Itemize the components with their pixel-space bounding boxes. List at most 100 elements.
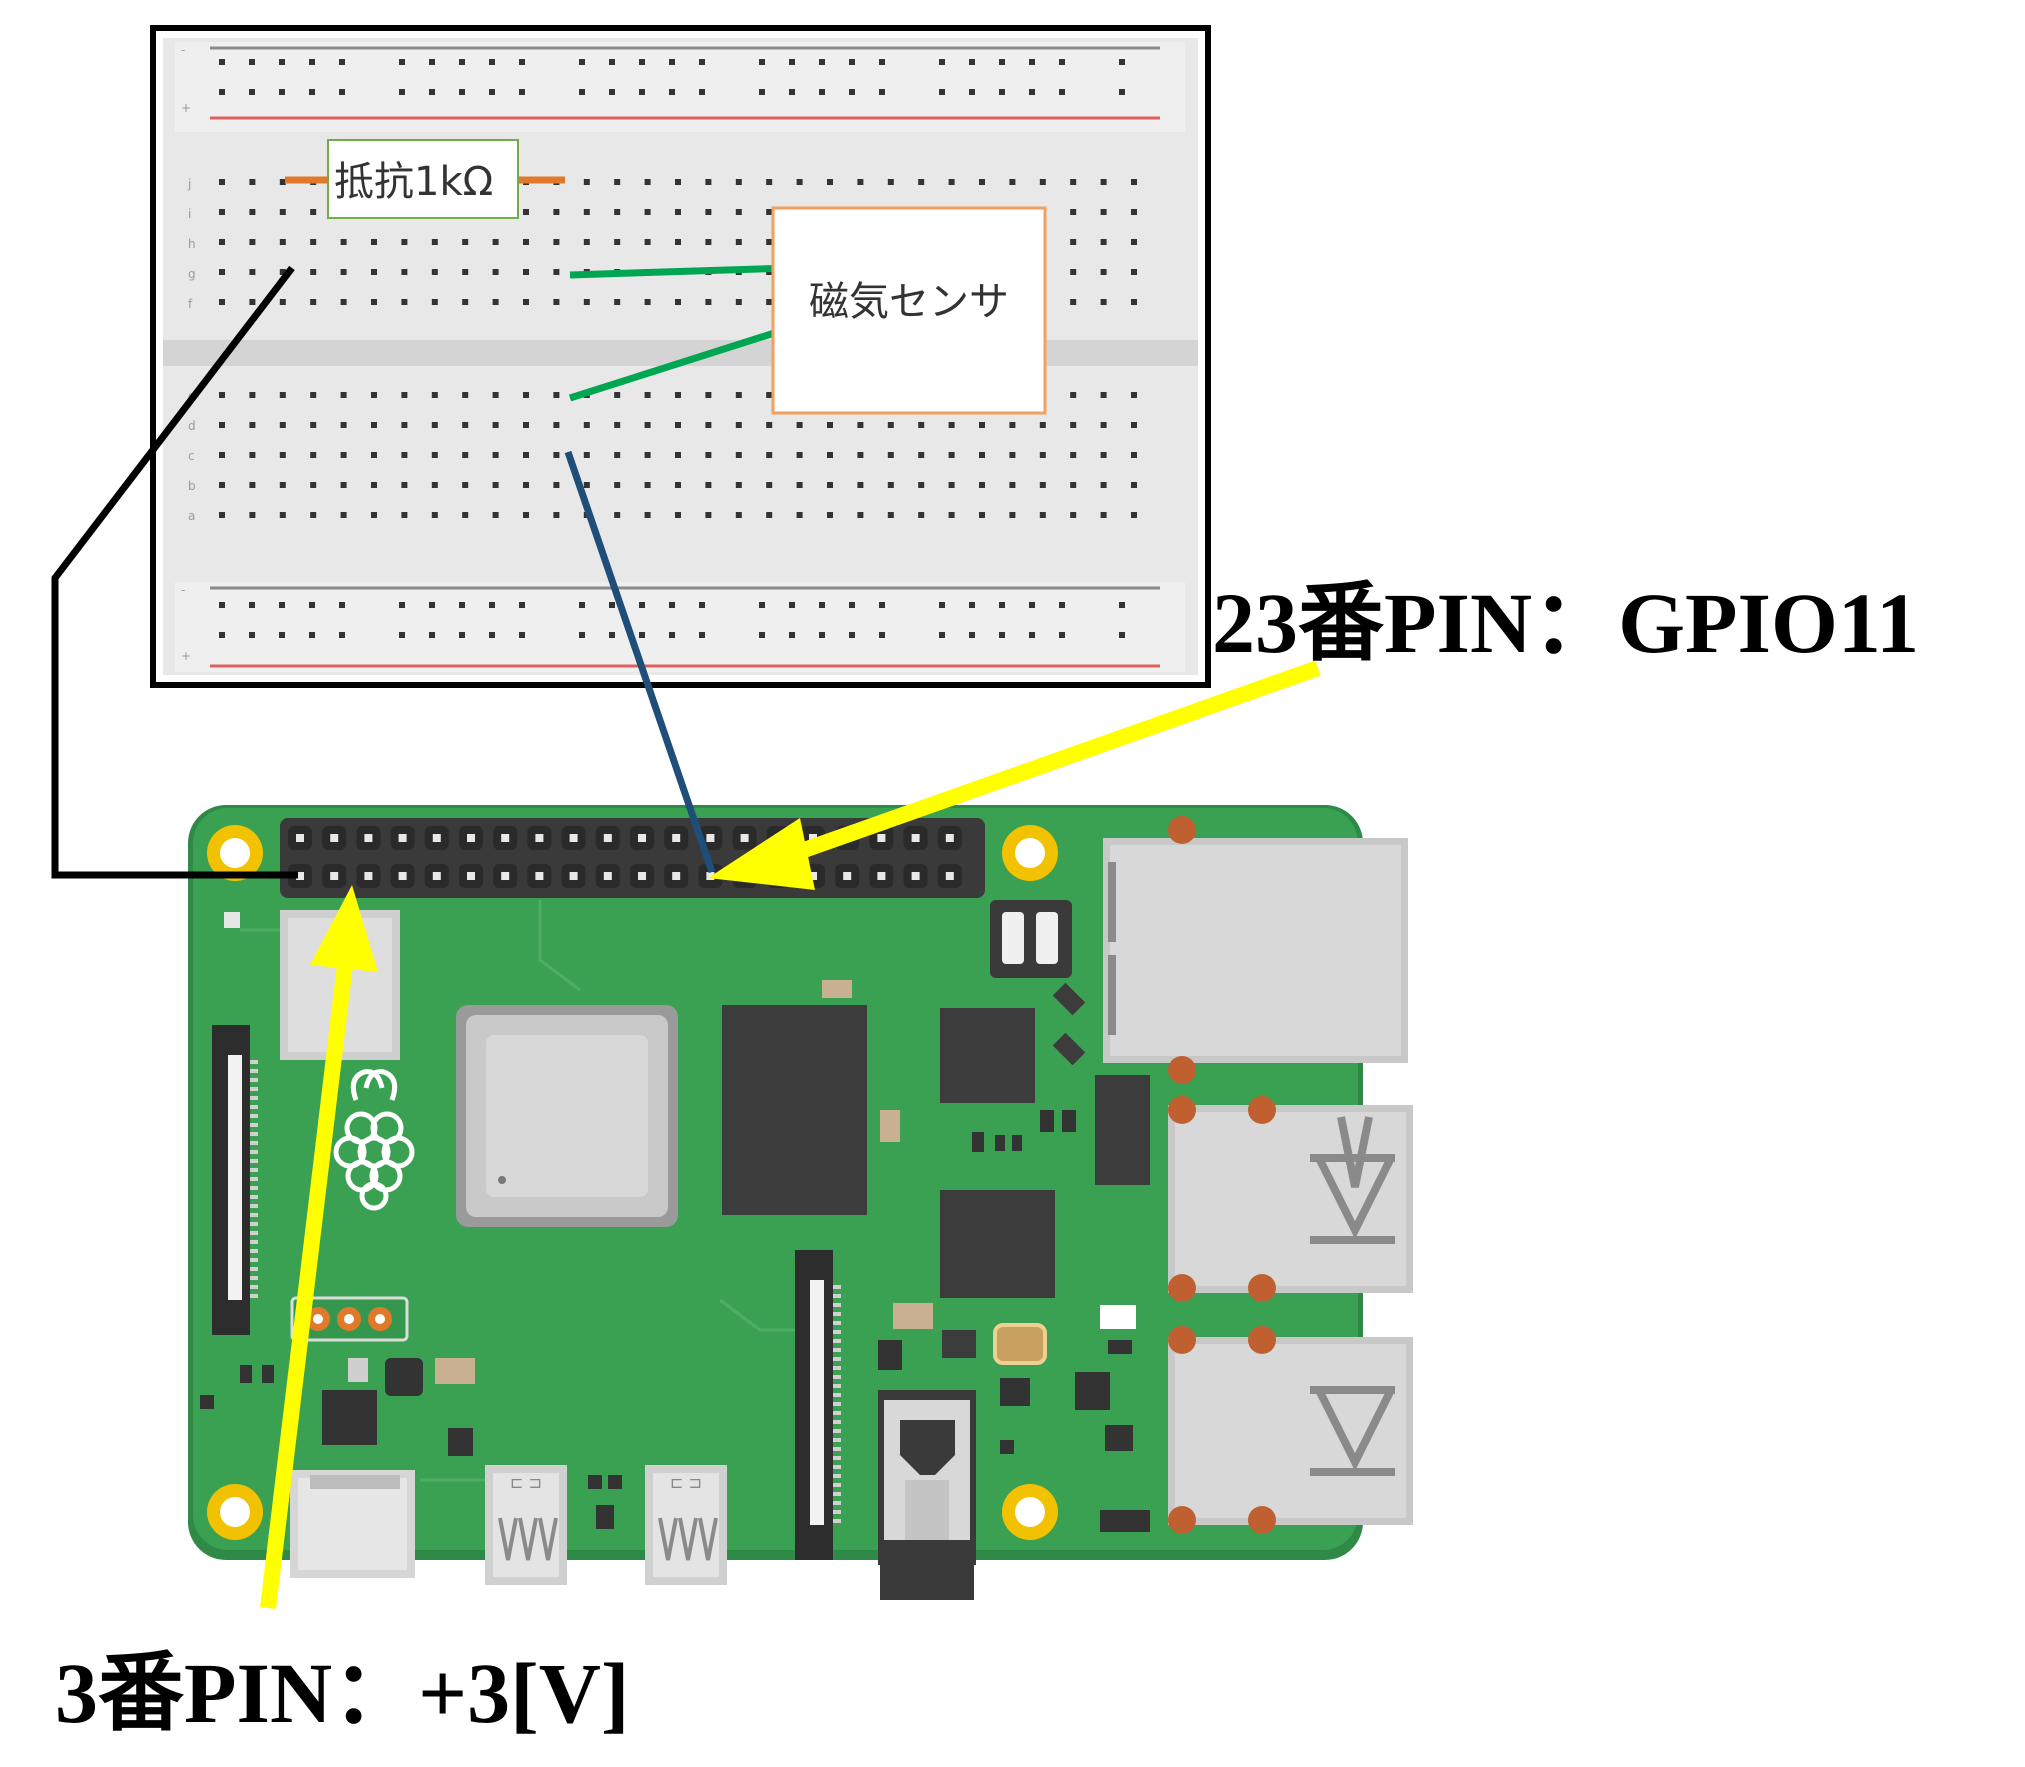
bb-hole xyxy=(492,239,499,245)
bb-hole xyxy=(279,422,286,428)
bb-hole xyxy=(705,422,712,428)
bb-hole xyxy=(523,482,529,488)
bb-hole xyxy=(675,179,681,185)
bb-hole xyxy=(918,422,925,428)
bb-hole xyxy=(789,89,795,95)
connector-tooth xyxy=(833,1519,841,1523)
bb-hole xyxy=(1131,482,1137,488)
bb-hole xyxy=(1131,422,1137,428)
bb-hole xyxy=(219,59,225,65)
bb-hole xyxy=(429,602,435,608)
gpio-pin-contact xyxy=(398,872,407,880)
bb-hole xyxy=(459,89,465,95)
bb-hole xyxy=(675,239,681,245)
bb-hole xyxy=(429,59,435,65)
connector-tooth xyxy=(833,1384,841,1388)
bb-hole xyxy=(639,59,645,65)
breadboard-holes xyxy=(219,59,1137,638)
bb-hole xyxy=(553,422,560,428)
bb-hole xyxy=(614,422,621,428)
bb-hole xyxy=(279,209,286,215)
bb-hole xyxy=(523,422,529,428)
label-pin23: 23番PIN：GPIO11 xyxy=(1212,575,1919,671)
bb-hole xyxy=(579,602,585,608)
bb-hole xyxy=(796,482,803,488)
connector-tooth xyxy=(250,1087,258,1091)
bb-hole xyxy=(879,89,885,95)
connector-tooth xyxy=(250,1222,258,1226)
bb-hole xyxy=(1070,179,1077,185)
bb-hole xyxy=(644,512,651,518)
bb-hole xyxy=(1100,422,1107,428)
bb-hole xyxy=(279,59,285,65)
connector-tooth xyxy=(833,1510,841,1514)
bb-hole xyxy=(1131,299,1137,305)
bb-hole xyxy=(675,422,681,428)
bb-hole xyxy=(583,209,590,215)
bb-hole xyxy=(431,452,438,458)
bb-hole xyxy=(249,482,256,488)
connector-tooth xyxy=(833,1429,841,1433)
gpio-pin-contact xyxy=(501,834,510,842)
bb-hole xyxy=(1070,269,1077,275)
bb-hole xyxy=(519,89,525,95)
bb-hole xyxy=(796,512,803,518)
bb-hole xyxy=(340,239,347,245)
bb-hole xyxy=(948,179,955,185)
bb-hole xyxy=(669,602,675,608)
gpio-pin-contact xyxy=(535,872,544,880)
bb-hole xyxy=(939,632,945,638)
bb-hole xyxy=(766,209,773,215)
gpio-pin-contact xyxy=(432,872,441,880)
bb-hole xyxy=(523,299,529,305)
bb-hole xyxy=(766,422,773,428)
bb-hole xyxy=(553,269,560,275)
bb-hole xyxy=(644,422,651,428)
connector-tooth xyxy=(250,1132,258,1136)
bb-hole xyxy=(614,392,621,398)
gpio-pin-contact xyxy=(945,834,954,842)
bb-hole xyxy=(735,482,742,488)
bb-hole xyxy=(766,482,773,488)
bb-hole xyxy=(431,299,438,305)
bb-hole xyxy=(735,512,742,518)
gpio-pin-contact xyxy=(432,834,441,842)
usb-port-icon-upper xyxy=(1168,1096,1413,1302)
bb-hole xyxy=(609,89,615,95)
bb-hole xyxy=(789,59,795,65)
bb-hole xyxy=(1070,209,1077,215)
bb-hole xyxy=(249,632,255,638)
connector-tooth xyxy=(833,1366,841,1370)
connector-tooth xyxy=(833,1411,841,1415)
bb-hole xyxy=(553,452,560,458)
bb-hole xyxy=(1059,89,1065,95)
bb-hole xyxy=(553,512,560,518)
bb-hole xyxy=(219,299,225,305)
bb-hole xyxy=(669,59,675,65)
bb-hole xyxy=(553,299,560,305)
bb-hole xyxy=(340,422,347,428)
bb-hole xyxy=(1029,602,1035,608)
bb-hole xyxy=(462,239,469,245)
bb-hole xyxy=(583,482,590,488)
bb-hole xyxy=(705,392,712,398)
bb-hole xyxy=(249,179,256,185)
bb-hole xyxy=(675,392,681,398)
bb-hole xyxy=(1131,512,1137,518)
bb-hole xyxy=(1059,59,1065,65)
bb-hole xyxy=(1029,89,1035,95)
bb-hole xyxy=(1039,512,1046,518)
bb-hole xyxy=(939,602,945,608)
bb-hole xyxy=(429,89,435,95)
bb-hole xyxy=(887,452,894,458)
row-letter-g: g xyxy=(188,267,196,281)
bb-hole xyxy=(759,59,765,65)
bb-hole xyxy=(827,512,833,518)
bb-hole xyxy=(1100,512,1107,518)
bb-hole xyxy=(1100,209,1107,215)
bb-hole xyxy=(462,422,469,428)
bb-hole xyxy=(523,452,529,458)
rail-plus-bottom: + xyxy=(181,649,191,663)
bb-hole xyxy=(401,299,408,305)
